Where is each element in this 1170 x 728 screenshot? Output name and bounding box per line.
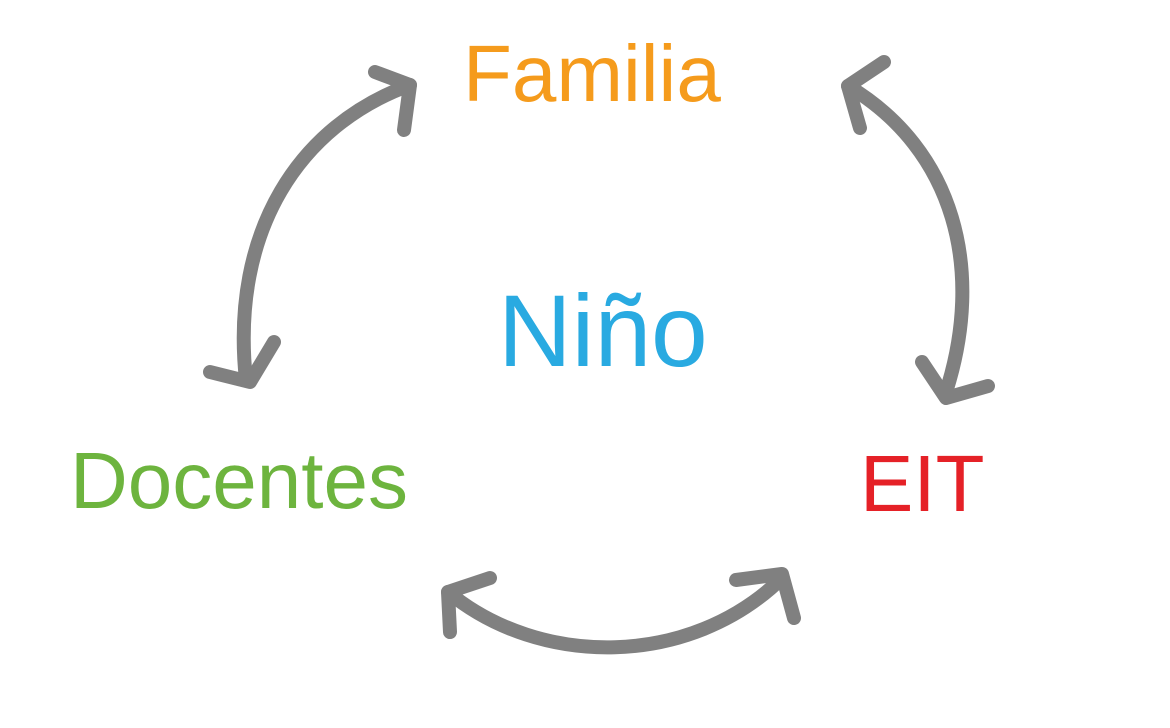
arrowhead-bottom-left xyxy=(441,571,497,639)
arrowhead-familia-top-right xyxy=(841,55,891,135)
arrowhead-familia-top-left xyxy=(368,65,417,137)
node-docentes: Docentes xyxy=(70,436,408,525)
node-nino-center: Niño xyxy=(498,274,708,388)
arrowhead-bottom-right xyxy=(729,567,801,625)
arrowhead-eit xyxy=(915,355,995,405)
arrow-familia-eit-line xyxy=(841,79,970,399)
arrow-docentes-eit-line xyxy=(441,571,789,655)
node-familia: Familia xyxy=(463,29,721,118)
node-eit: EIT xyxy=(860,439,985,528)
arrowhead-docentes xyxy=(203,335,281,389)
arrow-familia-docentes-line xyxy=(236,78,417,387)
